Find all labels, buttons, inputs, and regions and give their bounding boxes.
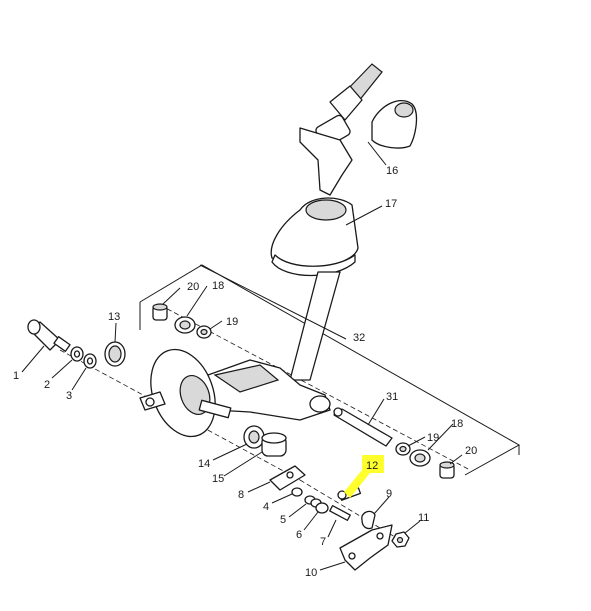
part-8-bracket	[269, 465, 306, 491]
callout-20-right: 20	[465, 445, 477, 457]
callout-3: 3	[66, 390, 72, 402]
callout-19-right: 19	[427, 432, 439, 444]
callout-12: 12	[366, 460, 378, 472]
callout-20-left: 20	[187, 281, 199, 293]
callout-31: 31	[386, 391, 398, 403]
part-3-washer	[83, 353, 97, 369]
part-1-stud	[27, 319, 71, 352]
part-12-leader-highlight	[344, 470, 370, 498]
callout-2: 2	[44, 379, 50, 391]
part-31-pin	[333, 407, 393, 447]
part-2-washer	[70, 346, 84, 362]
callout-9: 9	[386, 488, 392, 500]
part-6-washer	[315, 502, 329, 514]
part-4-washer	[291, 487, 303, 497]
leader-lines	[21, 141, 463, 571]
callout-19-left: 19	[226, 316, 238, 328]
callout-18-left: 18	[212, 280, 224, 292]
part-11-nut	[391, 531, 410, 548]
callout-17: 17	[385, 198, 397, 210]
callout-32: 32	[353, 332, 365, 344]
callout-7: 7	[320, 536, 326, 548]
callout-4: 4	[263, 501, 269, 513]
callout-15: 15	[212, 473, 224, 485]
callout-11: 11	[418, 512, 429, 524]
part-20-bushing-right	[439, 461, 455, 479]
part-18-washer-right	[409, 449, 431, 467]
callout-14: 14	[198, 458, 210, 470]
part-19-washer-left	[196, 325, 212, 339]
callout-5: 5	[280, 514, 286, 526]
part-10-bracket	[339, 524, 393, 571]
part-16-rubber-cone	[371, 99, 418, 149]
callout-13: 13	[108, 311, 120, 323]
assembly-frame-32	[139, 264, 521, 476]
callout-18-right: 18	[451, 418, 463, 430]
part-14-bushing	[243, 425, 265, 449]
part-13-ring	[104, 341, 126, 367]
part-18-washer-left	[174, 316, 196, 334]
part-9-clip	[361, 510, 376, 530]
wheel-hub	[139, 348, 232, 438]
part-17-steering-column	[270, 63, 383, 381]
callout-6: 6	[296, 529, 302, 541]
part-12-highlight	[362, 455, 384, 473]
callout-labels: 1 2 3 4 5 6 7 8 9 10 11 12 13 14 15 16 1…	[13, 165, 477, 579]
callout-8: 8	[238, 489, 244, 501]
part-5-washer	[304, 495, 322, 508]
callout-16: 16	[386, 165, 398, 177]
part-20-bushing-left	[152, 303, 168, 321]
callout-1: 1	[13, 370, 19, 382]
part-19-washer-right	[395, 442, 411, 456]
part-15-bushing	[261, 432, 287, 457]
part-7-bolt	[329, 505, 351, 521]
callout-10: 10	[305, 567, 317, 579]
